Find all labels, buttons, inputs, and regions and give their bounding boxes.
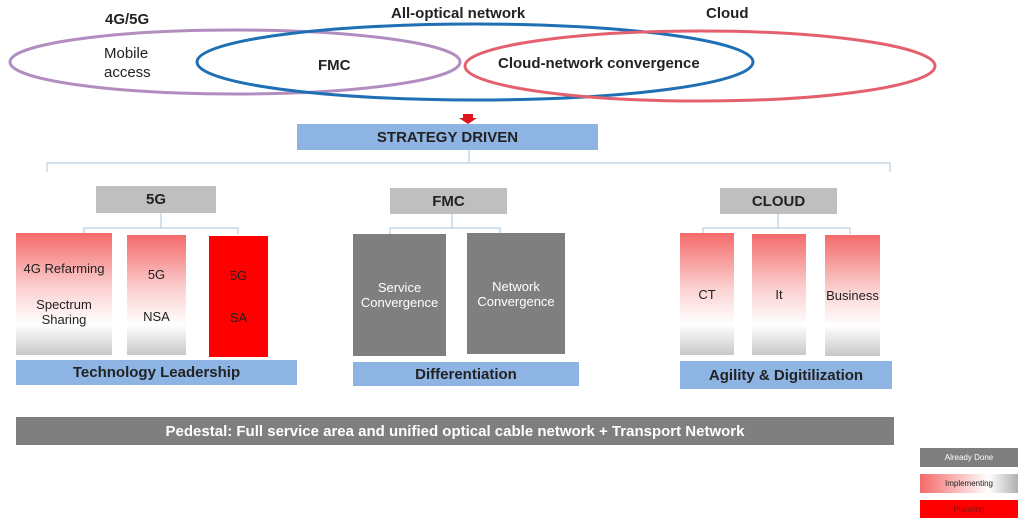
pillar-5g-title: 5G	[96, 186, 216, 213]
item-it: It	[752, 234, 806, 355]
label-4g5g: 4G/5G	[105, 11, 150, 28]
item-text: Spectrum Sharing	[36, 296, 92, 327]
strategy-driven-box: STRATEGY DRIVEN	[297, 124, 598, 150]
label-all-optical: All-optical network	[391, 5, 526, 22]
item-text: SA	[229, 310, 248, 326]
optical-ellipse	[195, 22, 755, 102]
item-5g-nsa: 5G NSA	[127, 235, 186, 355]
legend-implementing: Implementing	[920, 474, 1018, 493]
item-text: 5G	[147, 266, 166, 282]
pillar-cloud-title: CLOUD	[720, 188, 837, 214]
item-business: Business	[825, 235, 880, 356]
fmc-label: FMC	[318, 57, 351, 74]
legend-planning: Planning	[920, 500, 1018, 518]
item-text: NSA	[143, 308, 170, 324]
item-service-convergence: Service Convergence	[353, 234, 446, 356]
differentiation-bar: Differentiation	[353, 362, 579, 386]
pillar-fmc-title: FMC	[390, 188, 507, 214]
technology-leadership-bar: Technology Leadership	[16, 360, 297, 385]
legend-already-done: Already Done	[920, 448, 1018, 467]
down-arrow-icon	[459, 114, 477, 124]
pedestal-bar: Pedestal: Full service area and unified …	[16, 417, 894, 445]
mobile-ellipse	[8, 28, 462, 96]
cloud-ellipse	[463, 29, 937, 103]
label-cloud: Cloud	[706, 5, 749, 22]
agility-bar: Agility & Digitilization	[680, 361, 892, 389]
item-5g-sa: 5G SA	[209, 236, 268, 357]
item-ct: CT	[680, 233, 734, 355]
item-network-convergence: Network Convergence	[467, 233, 565, 354]
mobile-access-label: Mobile access	[104, 45, 151, 81]
cloud-network-label: Cloud-network convergence	[498, 55, 700, 72]
item-text: 5G	[229, 267, 248, 283]
item-text: 4G Refarming	[23, 261, 105, 277]
